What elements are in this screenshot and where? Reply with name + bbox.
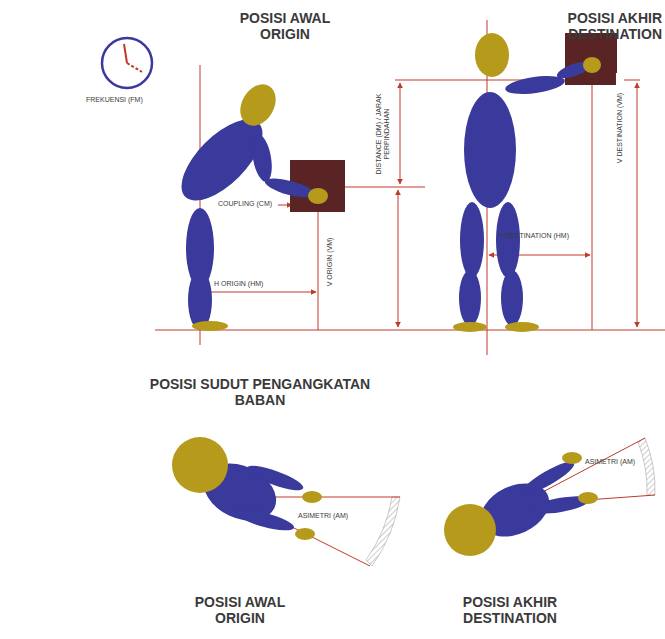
distance-label: DISTANCE (DM) / JARAK PERPINDAHAN: [375, 82, 391, 186]
heading: POSISI AKHIR DESTINATION: [540, 10, 662, 42]
coupling-label: COUPLING (CM): [218, 200, 278, 208]
measure-lines: [155, 20, 665, 355]
top-view-destination: [444, 438, 655, 556]
asymmetry-label: ASIMETRI (AM): [298, 512, 358, 520]
frequency-clock: [102, 38, 152, 88]
caption-label: POSISI AKHIR DESTINATION: [440, 594, 580, 626]
asymmetry-label: ASIMETRI (AM): [585, 458, 645, 466]
heading: POSISI AWAL ORIGIN: [215, 10, 355, 42]
h-origin-label: H ORIGIN (HM): [214, 280, 304, 288]
v-destination-label: V DESTINATION (VM): [616, 73, 624, 183]
heading: POSISI SUDUT PENGANGKATAN BABAN: [140, 376, 380, 408]
origin-figure: [168, 78, 345, 331]
caption-label: POSISI AWAL ORIGIN: [170, 594, 310, 626]
frequency-label: FREKUENSI (FM): [86, 96, 176, 104]
destination-figure: [453, 33, 617, 332]
v-origin-label: V ORIGIN (VM): [326, 217, 334, 307]
h-destination-label: H DESTINATION (HM): [498, 232, 588, 240]
top-view-origin: [172, 437, 400, 566]
